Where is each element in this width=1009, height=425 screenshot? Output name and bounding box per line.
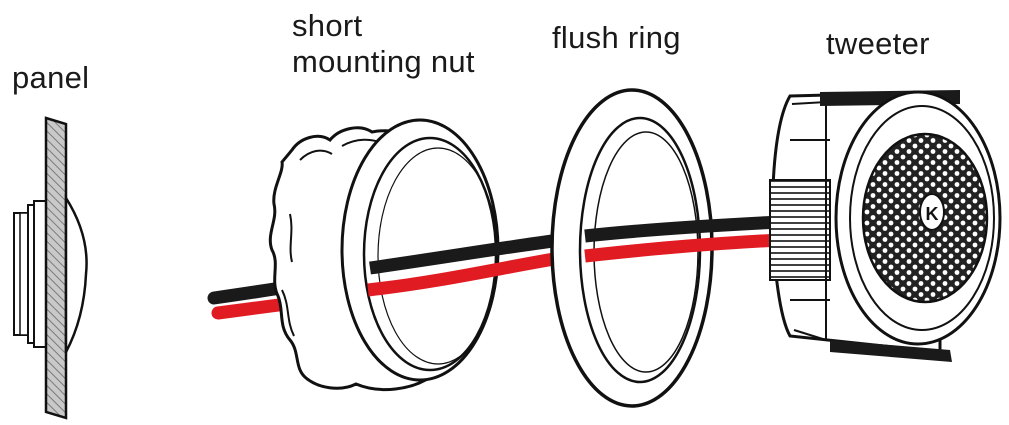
- speaker-wires-front: [584, 215, 781, 263]
- label-tweeter: tweeter: [826, 26, 930, 61]
- mounted-tweeter-dome: [64, 193, 88, 353]
- short-mounting-nut: [268, 118, 500, 392]
- label-nut-line1: short: [292, 8, 363, 43]
- tweeter-threaded-body: [769, 179, 831, 281]
- tweeter: K: [769, 90, 1002, 362]
- tweeter-center-badge: [919, 193, 945, 231]
- panel-cross-section: [13, 116, 88, 420]
- panel-board: [44, 116, 68, 420]
- label-flush-ring: flush ring: [552, 20, 681, 55]
- label-short-mounting-nut: short mounting nut: [292, 8, 475, 80]
- label-nut-line2: mounting nut: [292, 44, 475, 79]
- speaker-wires-middle: [367, 233, 562, 297]
- tweeter-logo: K: [926, 204, 939, 224]
- label-panel: panel: [12, 60, 90, 95]
